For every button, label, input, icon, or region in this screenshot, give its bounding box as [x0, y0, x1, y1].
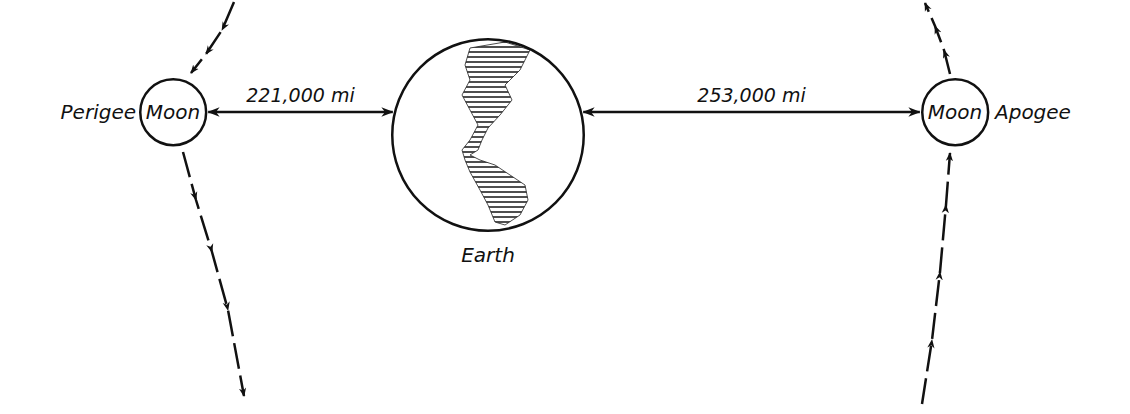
circle-inner: Moon: [921, 78, 989, 146]
orbit-arrow: [922, 153, 950, 404]
continent-hatch: [462, 42, 530, 225]
circle-outline: [391, 38, 585, 232]
orbit-arrow: [183, 152, 244, 396]
circle-outline: [140, 79, 206, 145]
orbit-arrow: [925, 3, 950, 74]
moon-name: Moon: [928, 101, 982, 123]
orbit-arrow: [191, 2, 234, 73]
earth-circle: Earth: [391, 38, 585, 232]
orbit-point-label: Apogee: [995, 101, 1071, 123]
moon-name: Moon: [146, 101, 200, 123]
distance-arrow: [583, 111, 920, 114]
moon-circle: Moon: [921, 78, 989, 146]
moon-circle: Moon: [139, 78, 207, 146]
distance-label: 253,000 mi: [694, 85, 808, 106]
circle-outline: [392, 39, 584, 231]
distance-arrow: [208, 111, 393, 114]
body-name: Earth: [461, 244, 515, 266]
distance-label: 221,000 mi: [243, 85, 357, 106]
circle-inner: Moon: [139, 78, 207, 146]
circle-outline: [922, 79, 988, 145]
orbit-point-label: Perigee: [61, 101, 136, 123]
